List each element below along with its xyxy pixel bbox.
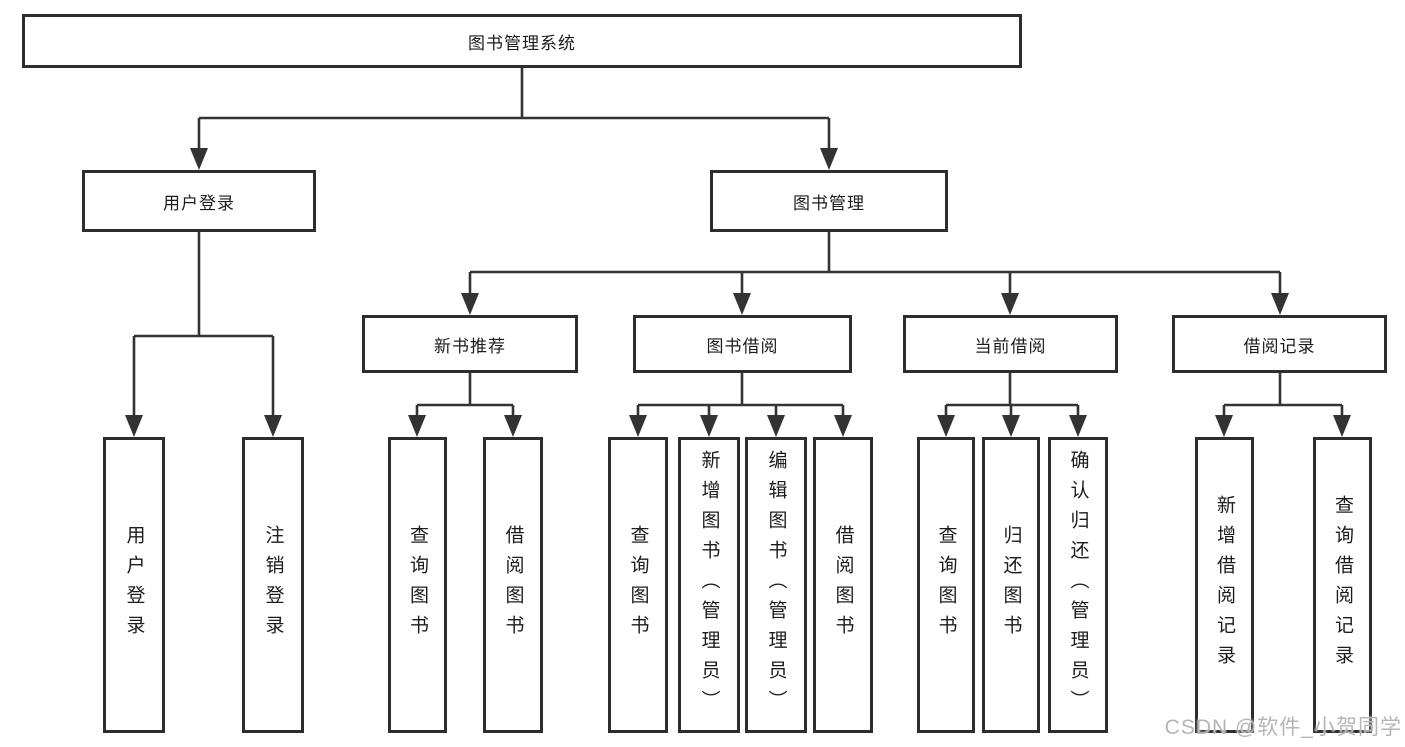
arrow-down-icon: [461, 293, 479, 315]
leaf-query-borrow-record: 查询借阅记录: [1313, 437, 1372, 733]
arrow-down-icon: [1002, 415, 1020, 437]
arrow-down-icon: [190, 148, 208, 170]
arrow-down-icon: [733, 293, 751, 315]
node-root-label: 图书管理系统: [468, 33, 576, 53]
node-user-login-label: 用户登录: [163, 193, 235, 213]
connector-borrowrecord-to-leaves: [1222, 373, 1344, 417]
node-book-management-label: 图书管理: [793, 193, 865, 213]
leaf-user-login-label: 用户登录: [123, 525, 145, 645]
leaf-return-books-label: 归还图书: [1000, 525, 1022, 645]
leaf-query-books-label: 查询图书: [935, 525, 957, 645]
leaf-confirm-return-admin: 确认归还（管理员）: [1048, 437, 1108, 733]
connector-bookmgmt-to-level3: [468, 232, 1282, 295]
leaf-borrow-books: 借阅图书: [813, 437, 873, 733]
node-book-borrow: 图书借阅: [633, 315, 852, 373]
leaf-borrow-books-label: 借阅图书: [502, 525, 524, 645]
leaf-add-books-admin-label: 新增图书（管理员）: [698, 450, 720, 720]
arrow-down-icon: [1215, 415, 1233, 437]
leaf-query-books: 查询图书: [608, 437, 668, 733]
csdn-watermark: CSDN @软件_小贺同学: [1164, 716, 1402, 739]
leaf-logout: 注销登录: [242, 437, 304, 733]
arrow-down-icon: [937, 415, 955, 437]
arrow-down-icon: [767, 415, 785, 437]
node-borrow-record: 借阅记录: [1172, 315, 1387, 373]
node-borrow-record-label: 借阅记录: [1243, 336, 1316, 356]
leaf-add-books-admin: 新增图书（管理员）: [678, 437, 740, 733]
arrow-down-icon: [1001, 293, 1019, 315]
arrow-down-icon: [700, 415, 718, 437]
arrow-down-icon: [1069, 415, 1087, 437]
leaf-return-books: 归还图书: [982, 437, 1040, 733]
node-current-borrow: 当前借阅: [903, 315, 1118, 373]
leaf-edit-books-admin: 编辑图书（管理员）: [745, 437, 807, 733]
leaf-borrow-books: 借阅图书: [483, 437, 543, 733]
connector-bookborrow-to-leaves: [636, 373, 845, 417]
leaf-query-books-label: 查询图书: [407, 525, 428, 645]
arrow-down-icon: [1333, 415, 1351, 437]
node-new-book-recommend: 新书推荐: [362, 315, 578, 373]
arrow-down-icon: [1271, 293, 1289, 315]
leaf-add-borrow-record: 新增借阅记录: [1195, 437, 1254, 733]
node-current-borrow-label: 当前借阅: [974, 336, 1047, 356]
node-book-management: 图书管理: [710, 170, 948, 232]
connector-root-to-level2: [197, 68, 831, 150]
leaf-query-borrow-record-label: 查询借阅记录: [1332, 495, 1353, 675]
leaf-query-books: 查询图书: [388, 437, 447, 733]
leaf-confirm-return-admin-label: 确认归还（管理员）: [1067, 450, 1089, 720]
node-user-login: 用户登录: [82, 170, 316, 232]
arrow-down-icon: [629, 415, 647, 437]
node-new-book-recommend-label: 新书推荐: [434, 336, 506, 356]
connector-userlogin-to-leaves: [132, 232, 275, 417]
arrow-down-icon: [264, 415, 282, 437]
leaf-add-borrow-record-label: 新增借阅记录: [1214, 495, 1235, 675]
leaf-borrow-books-label: 借阅图书: [832, 525, 854, 645]
leaf-edit-books-admin-label: 编辑图书（管理员）: [765, 450, 787, 720]
leaf-user-login: 用户登录: [103, 437, 165, 733]
node-book-borrow-label: 图书借阅: [706, 336, 779, 356]
node-root: 图书管理系统: [22, 14, 1022, 68]
connector-currentborrow-to-leaves: [944, 373, 1080, 417]
leaf-logout-label: 注销登录: [262, 525, 284, 645]
leaf-query-books-label: 查询图书: [627, 525, 649, 645]
arrow-down-icon: [504, 415, 522, 437]
arrow-down-icon: [408, 415, 426, 437]
leaf-query-books: 查询图书: [917, 437, 975, 733]
arrow-down-icon: [834, 415, 852, 437]
connector-newbookrec-to-leaves: [415, 373, 515, 417]
arrow-down-icon: [820, 148, 838, 170]
arrow-down-icon: [125, 415, 143, 437]
